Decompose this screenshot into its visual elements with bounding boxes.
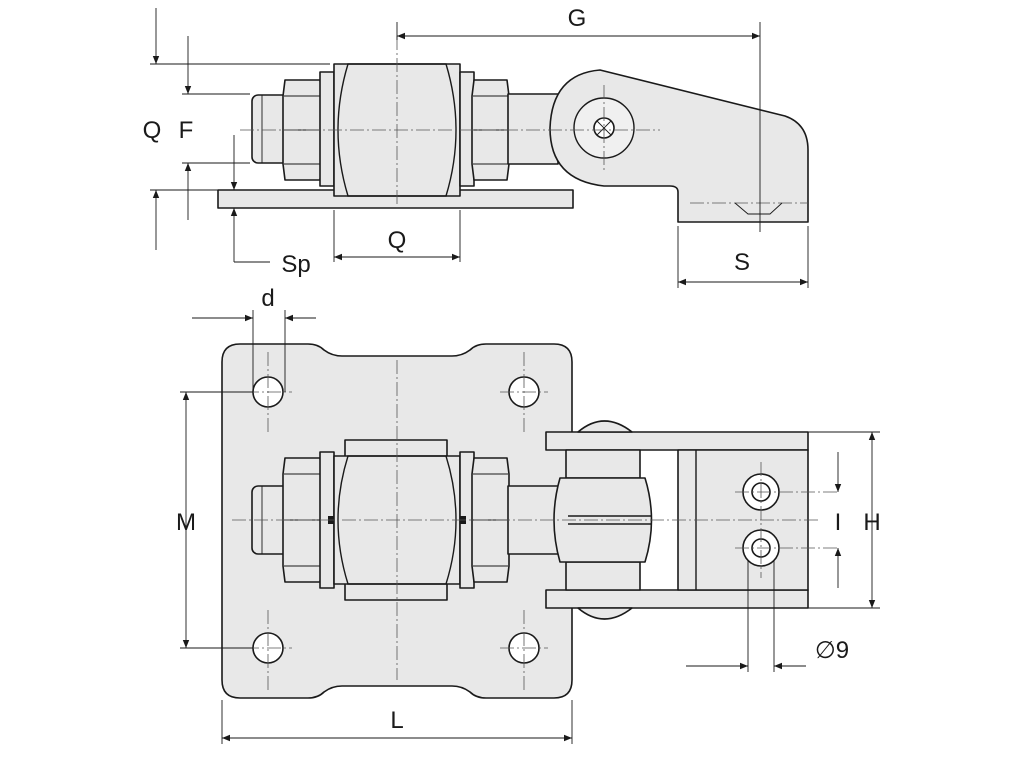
label-S: S <box>734 249 750 276</box>
dimension-labels: G Q F Sp Q S d M L I H ∅9 <box>143 5 881 734</box>
label-phi9: ∅9 <box>815 637 849 664</box>
label-G: G <box>568 5 587 32</box>
side-view <box>217 36 809 223</box>
clevis-bottom-bar <box>545 589 809 609</box>
clevis-top-bar <box>545 431 809 451</box>
dimension-lines <box>150 8 880 744</box>
label-d: d <box>261 285 274 312</box>
label-L: L <box>390 707 403 734</box>
label-Sp: Sp <box>281 251 310 278</box>
label-H: H <box>863 509 880 536</box>
label-I: I <box>835 509 842 536</box>
label-Q-side: Q <box>143 117 162 144</box>
label-F: F <box>179 117 194 144</box>
plan-view <box>221 343 840 699</box>
label-Q-front: Q <box>388 227 407 254</box>
label-M: M <box>176 509 196 536</box>
